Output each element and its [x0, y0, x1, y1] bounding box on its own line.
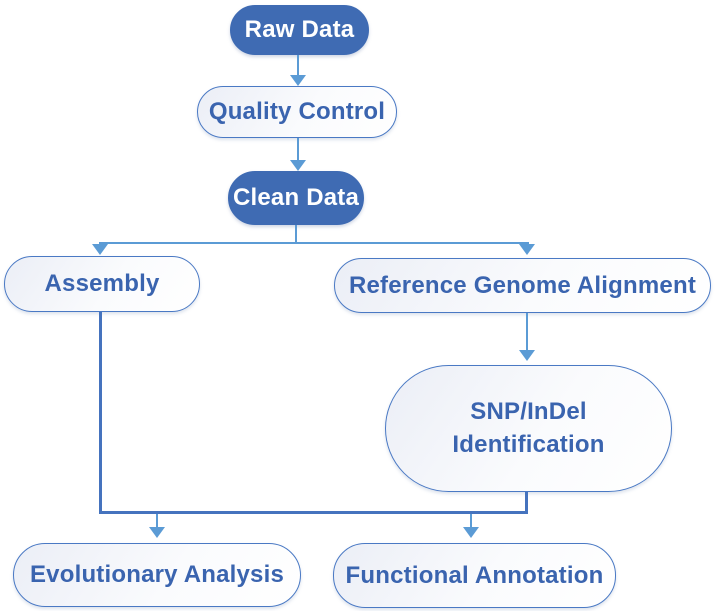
edge-cleandata-branch-line: [99, 242, 529, 244]
node-reference-genome-alignment: Reference Genome Alignment: [334, 258, 711, 313]
node-raw-data: Raw Data: [230, 5, 369, 55]
node-quality-control-label: Quality Control: [208, 98, 386, 125]
node-snp-indel-identification: SNP/InDel Identification: [385, 365, 672, 492]
edge-qualitycontrol-cleandata-arrowhead-down-icon: [290, 160, 306, 171]
edge-cleandata-reference-arrowhead-down-icon: [519, 244, 535, 255]
node-evolutionary-analysis: Evolutionary Analysis: [13, 543, 301, 607]
node-snp-indel-identification-label: SNP/InDel Identification: [452, 398, 605, 458]
edge-evolutionary-arrowhead-down-icon: [149, 527, 165, 538]
edge-assembly-elbow-vertical: [99, 312, 102, 514]
edge-reference-snpindel-arrowhead-down-icon: [519, 350, 535, 361]
node-assembly-label: Assembly: [44, 270, 160, 297]
edge-reference-snpindel-line: [526, 313, 528, 351]
node-clean-data-label: Clean Data: [232, 184, 360, 211]
node-quality-control: Quality Control: [197, 86, 397, 138]
edge-snpindel-elbow-vertical: [525, 492, 528, 514]
node-functional-annotation: Functional Annotation: [333, 543, 616, 608]
edge-rawdata-qualitycontrol-arrowhead-down-icon: [290, 75, 306, 86]
edge-qualitycontrol-cleandata-line: [297, 138, 299, 161]
node-evolutionary-analysis-label: Evolutionary Analysis: [29, 561, 285, 588]
edge-bottom-elbow-horizontal: [99, 511, 528, 514]
edge-cleandata-assembly-arrowhead-down-icon: [92, 244, 108, 255]
edge-cleandata-branch-stem: [295, 225, 297, 244]
edge-functional-arrowhead-down-icon: [463, 527, 479, 538]
edge-evolutionary-stem: [156, 514, 158, 528]
edge-rawdata-qualitycontrol-line: [297, 55, 299, 76]
node-raw-data-label: Raw Data: [244, 16, 355, 43]
edge-functional-stem: [470, 514, 472, 528]
node-assembly: Assembly: [4, 256, 200, 312]
node-clean-data: Clean Data: [228, 171, 364, 225]
node-functional-annotation-label: Functional Annotation: [345, 561, 604, 589]
node-reference-genome-alignment-label: Reference Genome Alignment: [348, 271, 697, 299]
